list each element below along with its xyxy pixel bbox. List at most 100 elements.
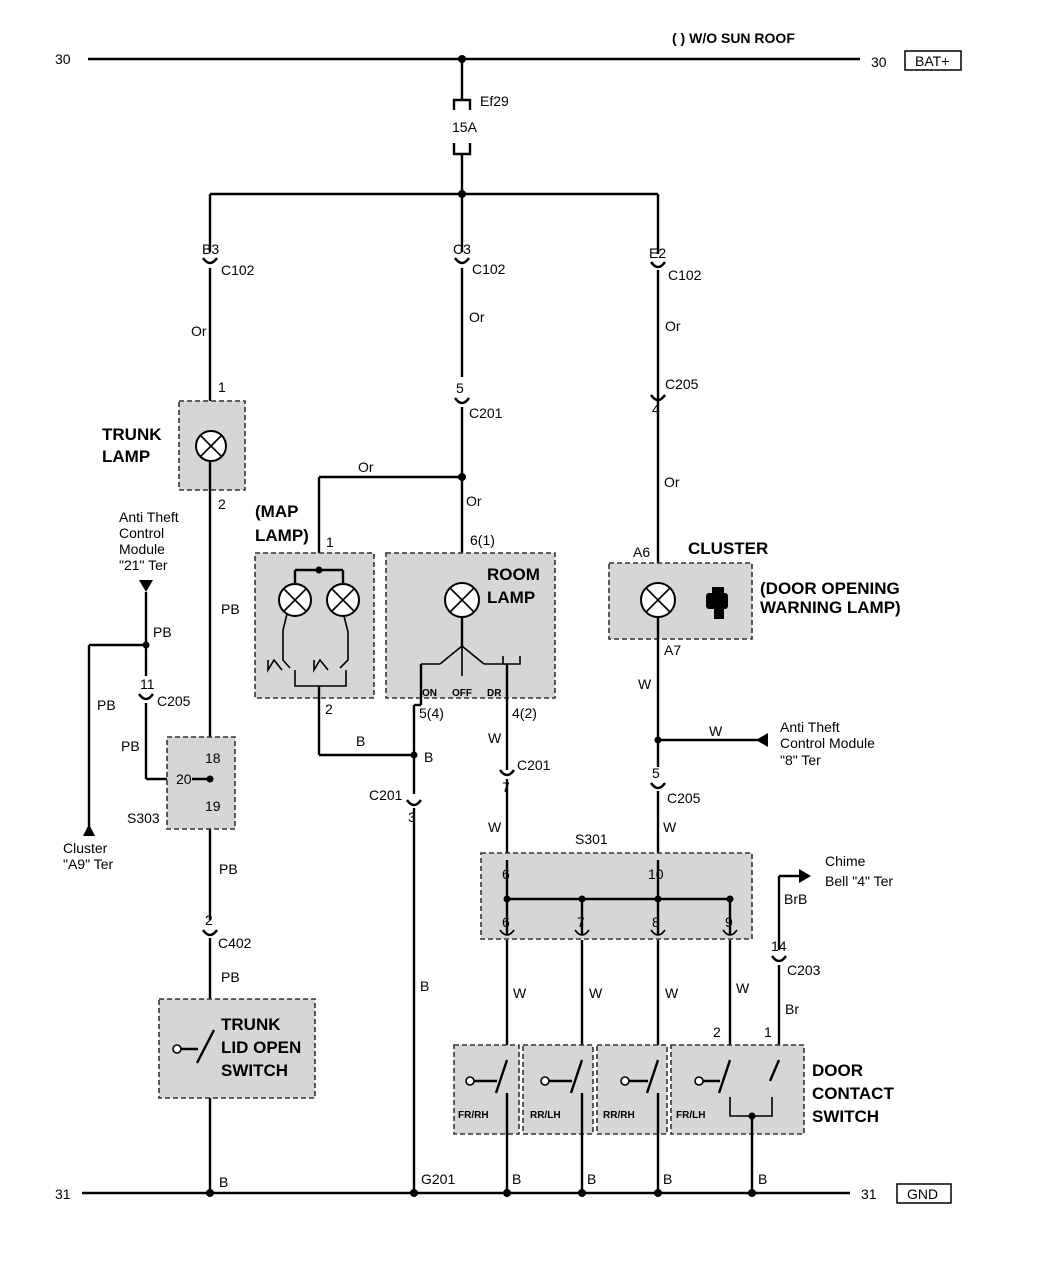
wire-or-room-label: Or xyxy=(466,493,482,509)
conn-b3: B3 xyxy=(202,241,219,257)
anti-theft-8-l2: Control Module xyxy=(780,735,875,751)
anti-theft-21-l3: Module xyxy=(119,541,165,557)
room-lamp-label-1: ROOM xyxy=(487,565,540,584)
gnd-tag: GND xyxy=(896,1183,952,1204)
bus-31-right: 31 xyxy=(861,1186,877,1202)
map-pin-1: 1 xyxy=(326,534,334,550)
trunk-lamp xyxy=(178,400,246,491)
wire-b-gnd-3: B xyxy=(587,1171,596,1187)
trunk-lamp-label-1: TRUNK xyxy=(102,425,162,444)
conn-c3: C3 xyxy=(453,241,471,257)
c205-5-symbol xyxy=(650,782,666,790)
c201-center-label: C201 xyxy=(469,405,503,421)
wire-w-room-label: W xyxy=(488,730,502,746)
door-pos-frlh: FR/LH xyxy=(676,1110,705,1121)
wire-w-cluster-label: W xyxy=(638,676,652,692)
fuse-ef29: Ef29 15A xyxy=(452,59,509,194)
c102-center-label: C102 xyxy=(472,261,506,277)
conn-e2: E2 xyxy=(649,245,666,261)
bus-30-left: 30 xyxy=(55,51,71,67)
splice-s301: 6 10 6 7 8 9 xyxy=(480,852,753,940)
c201-7-symbol xyxy=(499,769,515,777)
s303-pin-18: 18 xyxy=(205,750,221,766)
bus-31-left: 31 xyxy=(55,1186,71,1202)
c201-pin-3: 3 xyxy=(408,809,416,825)
anti-theft-21-l1: Anti Theft xyxy=(119,509,179,525)
wire-b-gnd-2: B xyxy=(512,1171,521,1187)
room-off: OFF xyxy=(452,688,472,699)
wire-brb-label: BrB xyxy=(784,891,807,907)
s303-pin-19: 19 xyxy=(205,798,221,814)
wire-b-gnd-5: B xyxy=(758,1171,767,1187)
c201-5-symbol xyxy=(454,397,470,405)
anti-theft-21-arrow-icon xyxy=(139,580,153,592)
b-junction-room xyxy=(410,751,418,759)
door-pos-rrrh: RR/RH xyxy=(603,1110,635,1121)
door-pin-2: 2 xyxy=(713,1024,721,1040)
c205-4-symbol xyxy=(650,394,666,402)
svg-text:10: 10 xyxy=(648,866,664,882)
s303-pin-20: 20 xyxy=(176,771,192,787)
fuse-id: Ef29 xyxy=(480,93,509,109)
wire-pb-5: PB xyxy=(219,861,238,877)
door-warning-icon xyxy=(706,587,728,619)
svg-text:8: 8 xyxy=(652,914,660,930)
trunk-switch-l2: LID OPEN xyxy=(221,1038,301,1057)
wire-pb-2: PB xyxy=(153,624,172,640)
door-pos-rrlh: RR/LH xyxy=(530,1110,561,1121)
wire-w-s301-right-label: W xyxy=(663,819,677,835)
chime-arrow-icon xyxy=(799,869,811,883)
wire-w-c: W xyxy=(665,985,679,1001)
door-warning-l2: WARNING LAMP) xyxy=(760,598,901,617)
c205-bottom-label: C205 xyxy=(667,790,701,806)
room-pin-61: 6(1) xyxy=(470,532,495,548)
wire-b-gnd-1: B xyxy=(219,1174,228,1190)
trunk-switch-l1: TRUNK xyxy=(221,1015,281,1034)
cluster-a9-l2: "A9" Ter xyxy=(63,856,113,872)
trunk-pin-1: 1 xyxy=(218,379,226,395)
map-lamp xyxy=(254,552,375,699)
svg-text:7: 7 xyxy=(577,914,585,930)
anti-theft-21-l4: "21" Ter xyxy=(119,557,168,573)
room-on: ON xyxy=(422,688,437,699)
g201-label: G201 xyxy=(421,1171,455,1187)
c201-pin-5: 5 xyxy=(456,380,464,396)
door-switch-l1: DOOR xyxy=(812,1061,863,1080)
splice-s303: 18 20 19 xyxy=(166,736,236,830)
room-dr: DR xyxy=(487,688,502,699)
anti-theft-21-l2: Control xyxy=(119,525,164,541)
fuse-rating: 15A xyxy=(452,119,478,135)
cluster-a9-arrow-icon xyxy=(83,824,95,836)
anti-theft-8-arrow-icon xyxy=(756,733,768,747)
trunk-lamp-label-2: LAMP xyxy=(102,447,150,466)
svg-text:9: 9 xyxy=(725,914,733,930)
room-pin-42: 4(2) xyxy=(512,705,537,721)
door-warning-l1: (DOOR OPENING xyxy=(760,579,900,598)
c201-3-symbol xyxy=(406,799,422,807)
svg-text:6: 6 xyxy=(502,914,510,930)
wire-w-antitheft-label: W xyxy=(709,723,723,739)
c205-11-symbol xyxy=(138,693,154,701)
trunk-lid-switch xyxy=(158,998,316,1099)
wire-b-room-label: B xyxy=(424,749,433,765)
wire-w-s301-left-label: W xyxy=(488,819,502,835)
c205-right-label: C205 xyxy=(665,376,699,392)
map-lamp-label-2: LAMP) xyxy=(255,526,309,545)
wire-b-map-label: B xyxy=(356,733,365,749)
c205-pin-5: 5 xyxy=(652,765,660,781)
c201-right-label: C201 xyxy=(517,757,551,773)
cluster-box xyxy=(608,562,753,640)
wire-pb-3: PB xyxy=(97,697,116,713)
anti-theft-8-l1: Anti Theft xyxy=(780,719,840,735)
c102-e2-symbol xyxy=(650,261,666,269)
chime-l1: Chime xyxy=(825,853,866,869)
trunk-pin-2: 2 xyxy=(218,496,226,512)
anti-theft-8-l3: "8" Ter xyxy=(780,752,821,768)
c102-b3-symbol xyxy=(202,257,218,265)
svg-text:GND: GND xyxy=(907,1186,938,1202)
c402-label: C402 xyxy=(218,935,252,951)
sunroof-note: ( ) W/O SUN ROOF xyxy=(672,30,795,46)
door-pin-1: 1 xyxy=(764,1024,772,1040)
cluster-label: CLUSTER xyxy=(688,539,768,558)
